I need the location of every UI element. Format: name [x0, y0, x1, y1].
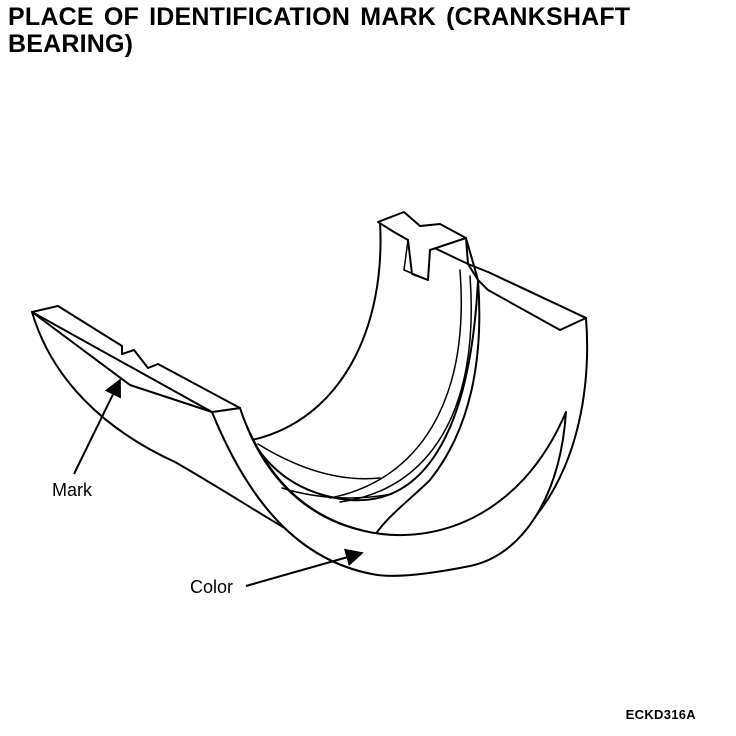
- liner-line-1: [329, 269, 462, 499]
- left-parting-face: [31, 305, 241, 413]
- color-arrow: [245, 548, 364, 587]
- right-parting-face: [377, 211, 467, 281]
- page-title: PLACE OF IDENTIFICATION MARK (CRANKSHAFT…: [8, 4, 708, 58]
- inner-edge-line: [257, 443, 381, 480]
- back-rim: [465, 237, 587, 331]
- mark-label: Mark: [52, 480, 92, 500]
- mark-arrow: [73, 378, 121, 475]
- inner-bore-surface: [251, 221, 479, 502]
- color-label: Color: [190, 577, 234, 597]
- liner-line-2: [339, 275, 472, 503]
- figure-code: ECKD316A: [625, 707, 696, 722]
- title-line-1: PLACE OF IDENTIFICATION MARK (CRANKSHAFT: [8, 3, 631, 31]
- liner-line-3: [281, 487, 393, 499]
- title-line-2: BEARING): [8, 30, 134, 58]
- lug-edge: [403, 239, 429, 281]
- front-inner-edge: [239, 407, 363, 531]
